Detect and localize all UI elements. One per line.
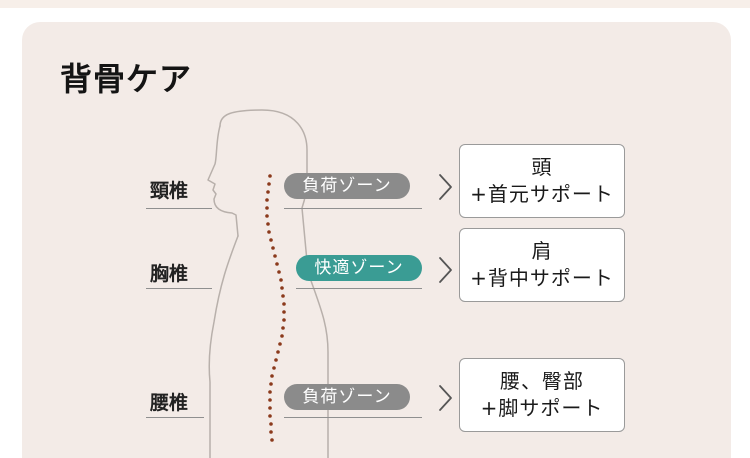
- top-strip: [0, 0, 750, 8]
- zone-underline-cervical: [284, 208, 422, 209]
- zone-pill-thoracic: 快適ゾーン: [296, 255, 422, 281]
- support-line-2: +首元サポート: [470, 182, 614, 206]
- face-profile: [207, 125, 239, 237]
- support-line-1: 腰、臀部: [500, 369, 584, 393]
- zone-underline-thoracic: [296, 288, 422, 289]
- label-cervical: 頸椎: [149, 180, 188, 202]
- label-lumbar: 腰椎: [149, 392, 188, 414]
- support-box-thoracic: 肩 +背中サポート: [459, 228, 625, 302]
- chevron-right-icon: [439, 174, 452, 200]
- chevron-right-icon: [439, 257, 452, 283]
- zone-pill-cervical: 負荷ゾーン: [284, 173, 410, 199]
- support-box-cervical: 頭 +首元サポート: [459, 144, 625, 218]
- body-silhouette: [207, 109, 329, 458]
- label-underline-lumbar: [146, 417, 204, 418]
- page-title: 背骨ケア: [60, 60, 193, 98]
- label-thoracic: 胸椎: [149, 263, 188, 285]
- support-line-2: +脚サポート: [480, 396, 604, 420]
- spine-care-card: 背骨ケア: [22, 22, 731, 458]
- support-line-2: +背中サポート: [470, 266, 614, 290]
- chevron-right-icon: [439, 385, 452, 411]
- label-underline-thoracic: [146, 288, 212, 289]
- zone-underline-lumbar: [284, 417, 422, 418]
- zone-pill-lumbar: 負荷ゾーン: [284, 384, 410, 410]
- label-underline-cervical: [146, 208, 212, 209]
- support-line-1: 頭: [531, 155, 553, 179]
- front-body-outline: [208, 235, 239, 458]
- support-line-1: 肩: [531, 239, 553, 263]
- support-box-lumbar: 腰、臀部 +脚サポート: [459, 358, 625, 432]
- spine-dots: [265, 174, 286, 442]
